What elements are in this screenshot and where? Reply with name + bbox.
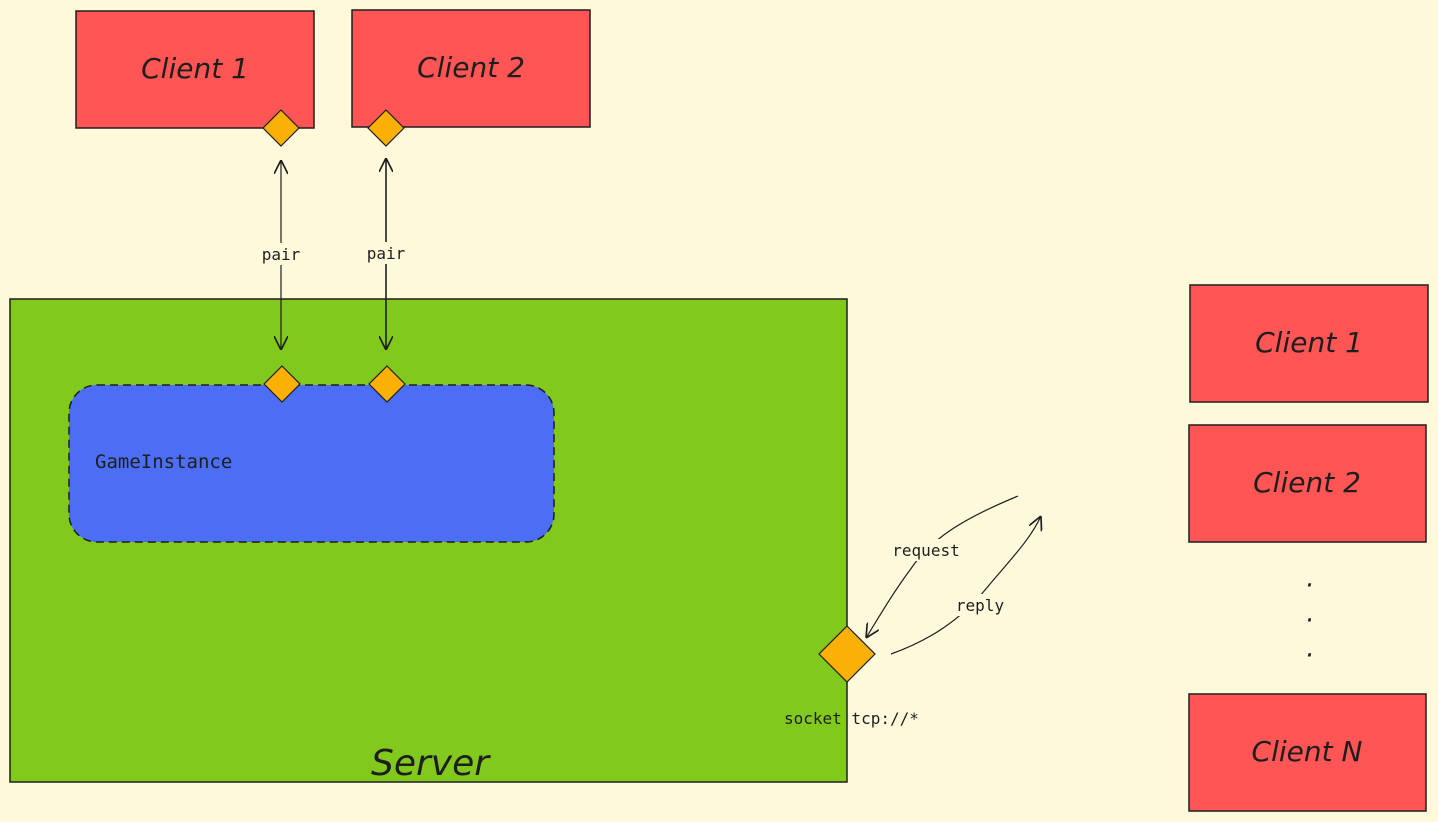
client-list-item-2[interactable]: Client 2 <box>1188 424 1427 543</box>
server-label: Server <box>371 743 491 784</box>
top-client-2-label: Client 2 <box>417 51 525 84</box>
client-list-item-1[interactable]: Client 1 <box>1189 284 1429 403</box>
ellipsis-dot-3: · <box>1305 641 1313 671</box>
socket-label: socket tcp://* <box>784 709 919 728</box>
client-1-port <box>262 109 300 147</box>
client-list-item-1-label: Client 1 <box>1255 326 1363 359</box>
instance-port-2 <box>368 365 406 403</box>
pair-edge-1-label: pair <box>262 245 301 264</box>
ellipsis-dot-1: · <box>1305 571 1313 601</box>
game-instance-node[interactable]: GameInstance <box>68 384 555 543</box>
pair-edge-2-label-bg <box>363 242 409 264</box>
game-instance-label: GameInstance <box>95 451 232 473</box>
client-list-item-2-label: Client 2 <box>1253 466 1361 499</box>
request-edge <box>866 495 1019 638</box>
request-label-bg <box>891 539 961 561</box>
pair-edge-2-label: pair <box>367 244 406 263</box>
top-client-1-label: Client 1 <box>141 52 249 85</box>
client-list-item-n-label: Client N <box>1252 735 1363 768</box>
pair-edge-1-label-bg <box>258 243 304 265</box>
reply-label-bg <box>953 594 1007 616</box>
top-client-2-node[interactable]: Client 2 <box>351 9 591 128</box>
top-client-1-node[interactable]: Client 1 <box>75 10 315 129</box>
server-socket-port <box>818 625 876 683</box>
reply-label: reply <box>956 596 1005 615</box>
request-label: request <box>892 541 959 560</box>
reply-edge <box>890 516 1041 655</box>
client-2-port <box>367 109 405 147</box>
instance-port-1 <box>263 365 301 403</box>
client-list-item-n[interactable]: Client N <box>1188 693 1427 812</box>
ellipsis-dot-2: · <box>1305 606 1313 636</box>
